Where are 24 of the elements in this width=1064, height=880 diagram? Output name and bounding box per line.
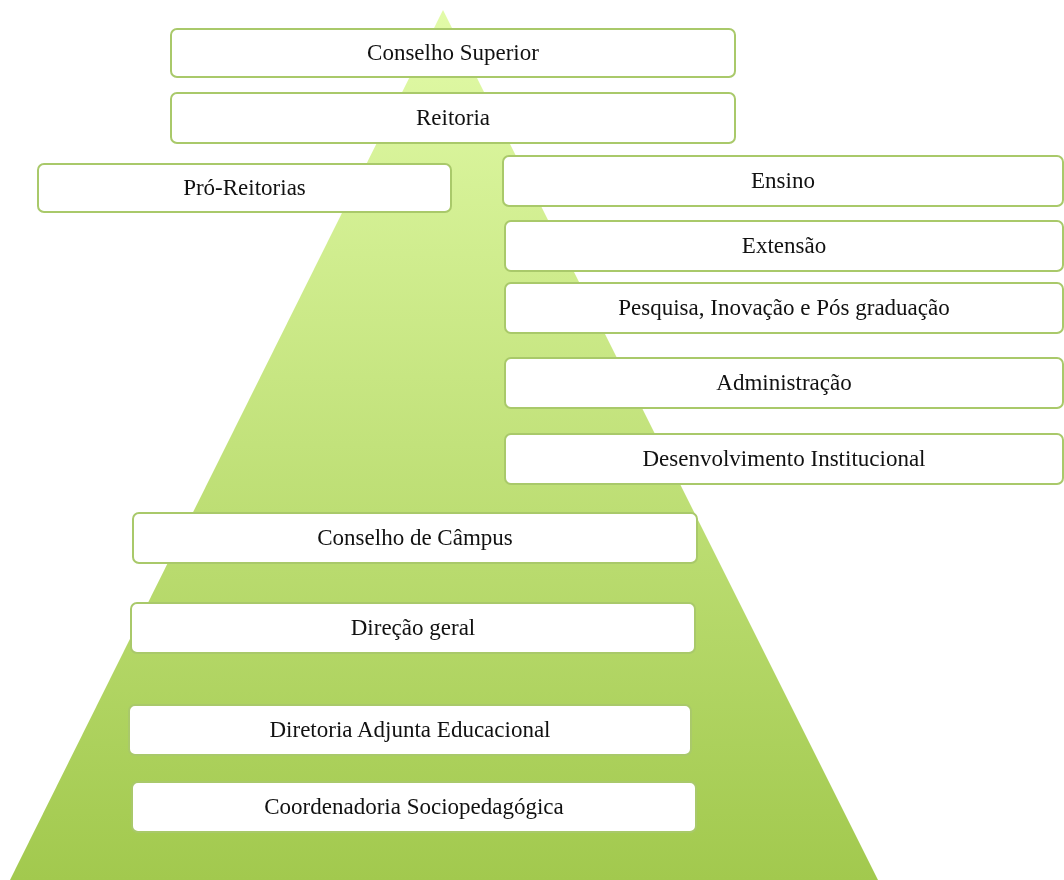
org-box: [132, 512, 698, 564]
org-box: [128, 704, 692, 756]
org-box: [131, 781, 697, 833]
unit-name: Ensino: [751, 168, 815, 194]
unit-name: Reitoria: [415, 105, 491, 131]
org-box: [504, 357, 1064, 409]
org-box: [130, 602, 696, 654]
org-box: [170, 92, 736, 144]
unit-name: Desenvolvimento Institucional: [642, 446, 926, 472]
unit-name: Diretoria Adjunta Educacional: [269, 717, 551, 743]
org-box: [37, 163, 452, 213]
unit-name: Coordenadoria Sociopedagógica: [264, 794, 564, 820]
unit-name: Conselho de Câmpus: [317, 525, 513, 551]
unit-name: Conselho Superior: [367, 40, 539, 66]
unit-name: Administração: [716, 370, 852, 396]
org-box: [504, 433, 1064, 485]
org-box: [502, 155, 1064, 207]
org-box: [504, 282, 1064, 334]
unit-name: Pesquisa, Inovação e Pós graduação: [618, 295, 950, 321]
org-box: [504, 220, 1064, 272]
unit-name: Direção geral: [350, 615, 476, 641]
unit-name: Pró-Reitorias: [183, 175, 306, 201]
unit-name: Extensão: [741, 233, 827, 259]
org-box: [170, 28, 736, 78]
